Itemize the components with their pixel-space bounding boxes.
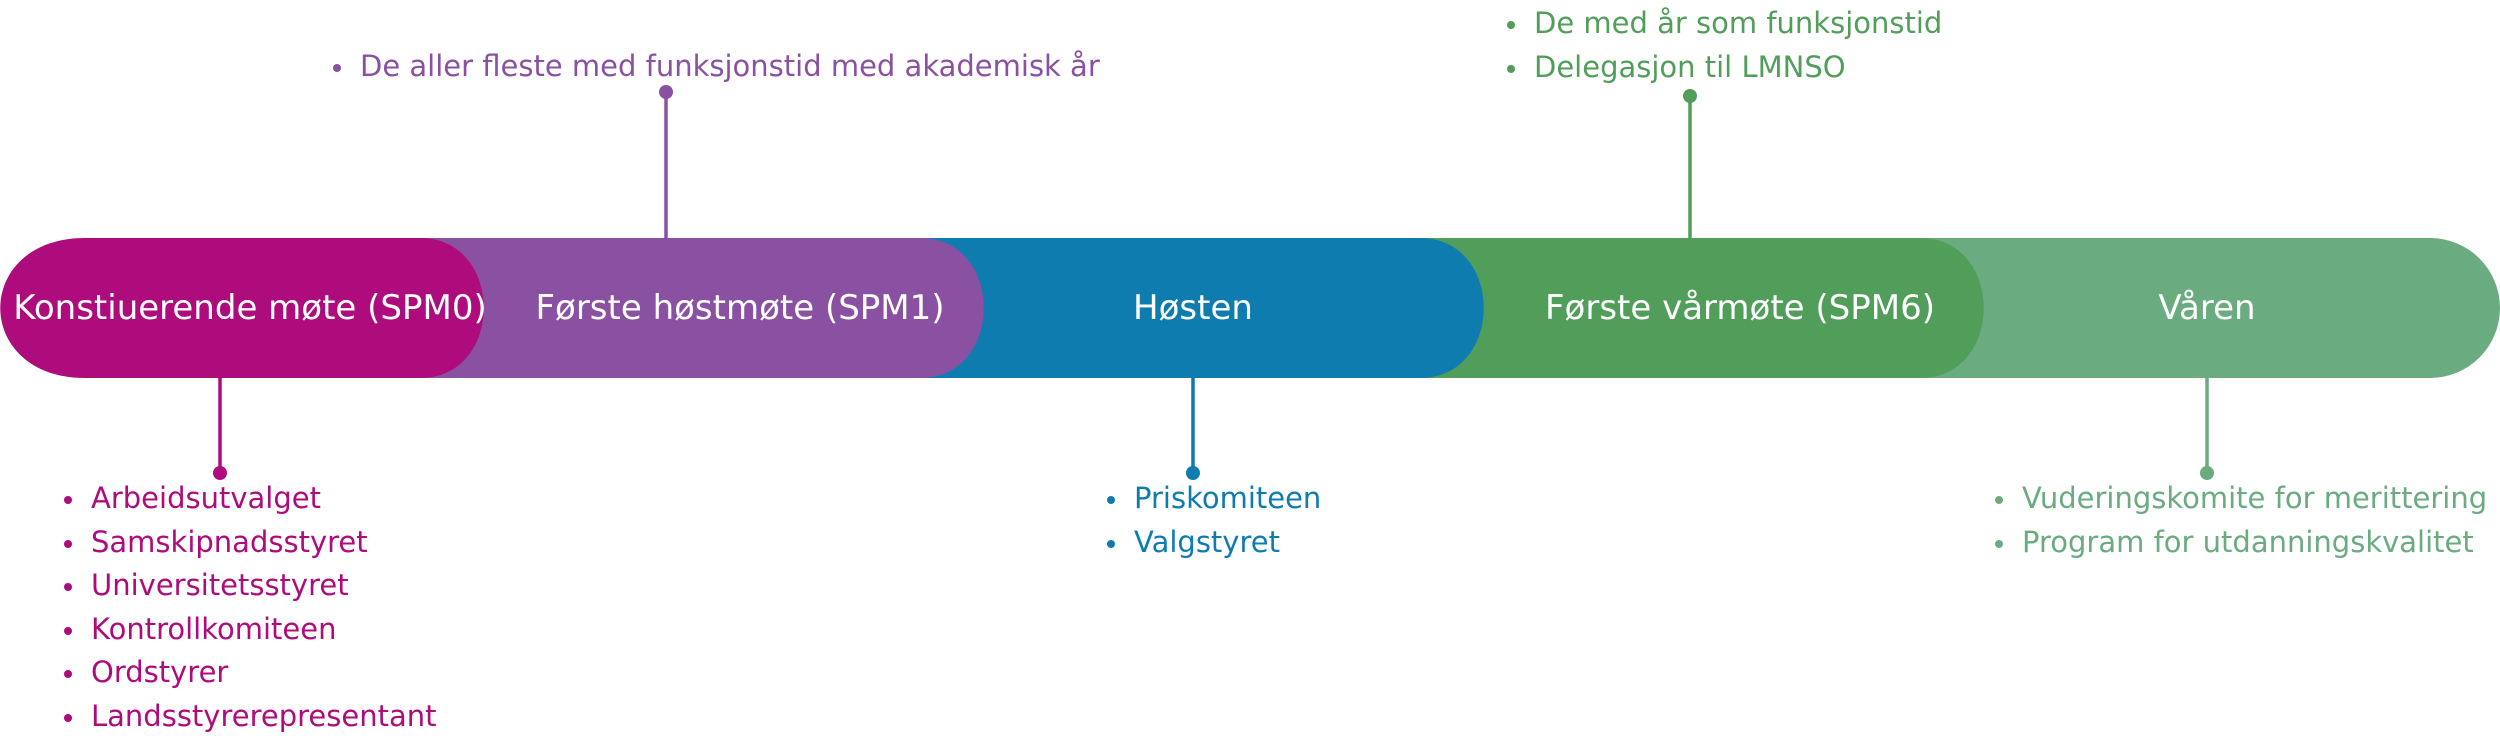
- list-item: Priskomiteen: [1107, 477, 1321, 521]
- callout-list-varen: Vuderingskomite for merittering Program …: [1995, 477, 2487, 564]
- list-item: Kontrollkomiteen: [64, 608, 436, 652]
- list-item: De med år som funksjonstid: [1507, 2, 1942, 46]
- list-item: Vuderingskomite for merittering: [1995, 477, 2487, 521]
- phase-band-spm0: [0, 238, 484, 378]
- connector-dot-spm0: [213, 466, 227, 480]
- phase-band-hosten: [870, 238, 1484, 378]
- phase-label-spm1: Første høstmøte (SPM1): [535, 288, 945, 328]
- list-item: Landsstyrerepresentant: [64, 695, 436, 739]
- list-item: Valgstyret: [1107, 521, 1321, 565]
- phase-band-spm6: [1370, 238, 1984, 378]
- list-item: Ordstyrer: [64, 651, 436, 695]
- phase-band-spm1: [370, 238, 984, 378]
- callout-list-hosten: Priskomiteen Valgstyret: [1107, 477, 1321, 564]
- phase-band-varen: [1870, 238, 2500, 378]
- phase-label-spm6: Første vårmøte (SPM6): [1544, 288, 1935, 328]
- callout-list-spm6: De med år som funksjonstid Delegasjon ti…: [1507, 2, 1942, 89]
- connector-dot-spm1: [659, 85, 673, 99]
- connector-dot-hosten: [1186, 466, 1200, 480]
- list-item: De aller fleste med funksjonstid med aka…: [333, 45, 1100, 89]
- callout-list-spm1: De aller fleste med funksjonstid med aka…: [333, 45, 1100, 89]
- phase-label-varen: Våren: [2158, 288, 2256, 328]
- list-item: Samskipnadsstyret: [64, 521, 436, 565]
- list-item: Universitetsstyret: [64, 564, 436, 608]
- list-item: Arbeidsutvalget: [64, 477, 436, 521]
- connector-dot-spm6: [1683, 89, 1697, 103]
- phase-label-hosten: Høsten: [1133, 288, 1253, 328]
- phase-label-spm0: Konstiuerende møte (SPM0): [13, 288, 487, 328]
- callout-list-spm0: Arbeidsutvalget Samskipnadsstyret Univer…: [64, 477, 436, 739]
- connector-dot-varen: [2200, 466, 2214, 480]
- list-item: Program for utdanningskvalitet: [1995, 521, 2487, 565]
- list-item: Delegasjon til LMNSO: [1507, 46, 1942, 90]
